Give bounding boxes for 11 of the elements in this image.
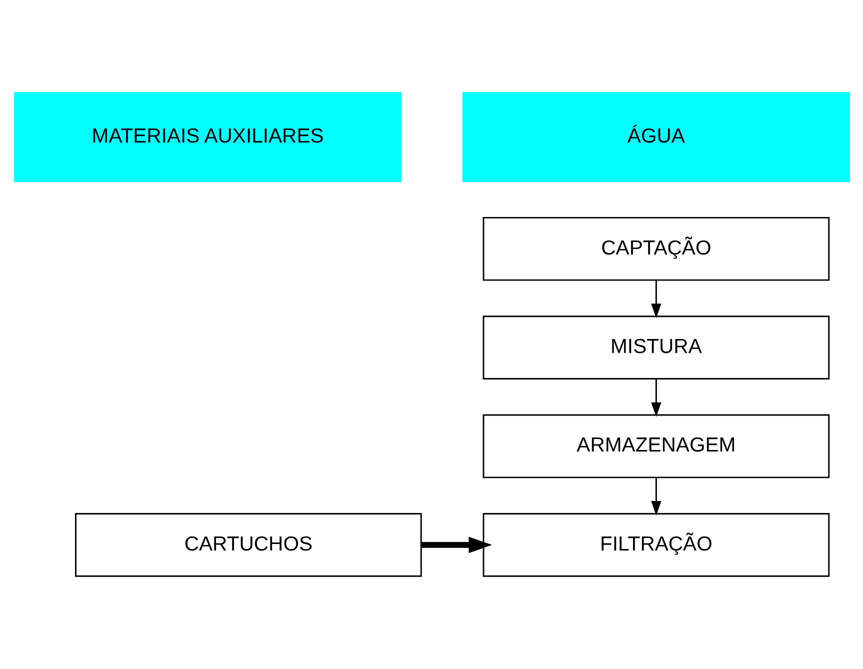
node-box: MISTURA xyxy=(482,316,830,380)
node-box: CAPTAÇÃO xyxy=(482,216,830,281)
node-box: FILTRAÇÃO xyxy=(482,513,830,577)
node-box: MATERIAIS AUXILIARES xyxy=(14,92,402,182)
arrow xyxy=(420,536,492,554)
node-box: CARTUCHOS xyxy=(74,513,422,577)
node-box: ÁGUA xyxy=(462,92,850,182)
node-box: ARMAZENAGEM xyxy=(482,414,830,478)
arrow xyxy=(650,280,661,318)
arrow xyxy=(650,378,661,417)
arrow xyxy=(650,477,661,516)
